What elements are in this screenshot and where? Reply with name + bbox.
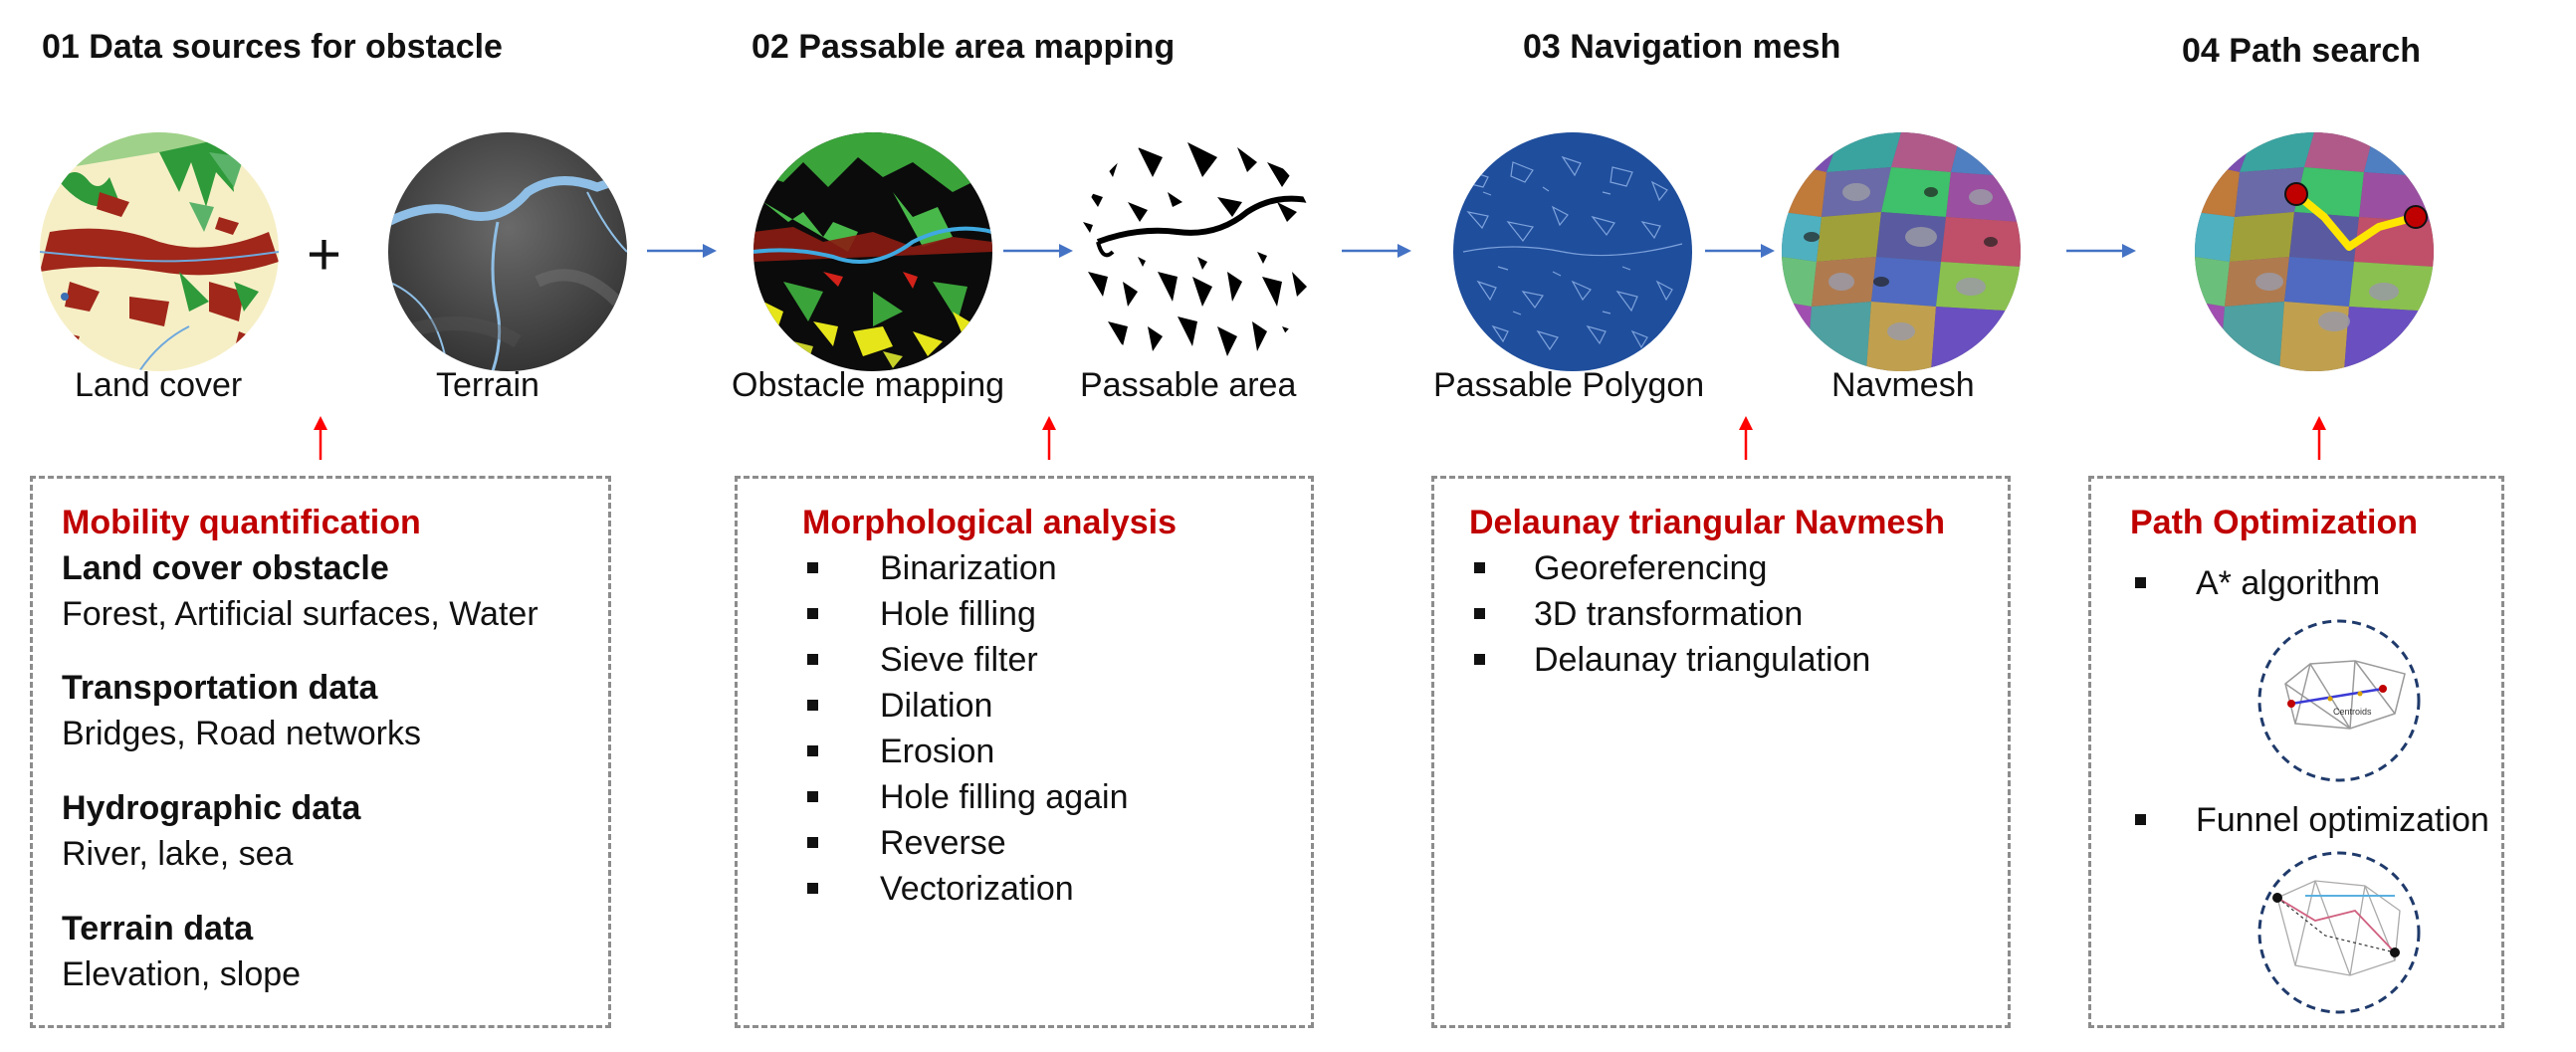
terrain-image (388, 132, 627, 371)
stage-title-03: 03 Navigation mesh (1523, 28, 1841, 66)
box2-item-reverse: Reverse (880, 824, 1006, 862)
box2-item-vectorization: Vectorization (880, 870, 1074, 908)
navmesh-image (1782, 132, 2021, 371)
flow-arrow-2 (1003, 244, 1073, 258)
passable-area-image (1078, 132, 1317, 371)
box2-item-hole-filling-again: Hole filling again (880, 778, 1129, 816)
box2-item-erosion: Erosion (880, 733, 995, 770)
label-navmesh: Navmesh (1831, 366, 1975, 404)
box3-item-3d-transformation: 3D transformation (1534, 595, 1804, 633)
obstacle-mapping-image (753, 132, 992, 371)
label-terrain: Terrain (436, 366, 539, 404)
stage-title-01: 01 Data sources for obstacle (42, 28, 503, 66)
land-cover-image (40, 132, 279, 371)
box3-item-delaunay-triangulation: Delaunay triangulation (1534, 641, 1871, 679)
box1-text-hydrographic: River, lake, sea (62, 835, 294, 873)
path-search-image (2195, 132, 2434, 371)
a-star-diagram: Centroids (2257, 619, 2421, 782)
box1-heading-hydrographic: Hydrographic data (62, 789, 361, 827)
bullet-icon (807, 700, 818, 711)
bullet-icon (807, 608, 818, 619)
box-morphological-analysis (735, 476, 1314, 1028)
flow-arrow-5 (2066, 244, 2136, 258)
bullet-icon (2135, 814, 2146, 825)
bullet-icon (1474, 654, 1485, 665)
box2-item-binarization: Binarization (880, 549, 1057, 587)
passable-polygon-image (1453, 132, 1692, 371)
box2-title: Morphological analysis (802, 504, 1177, 541)
box1-text-terrain: Elevation, slope (62, 955, 302, 993)
box3-item-georeferencing: Georeferencing (1534, 549, 1768, 587)
plus-sign: + (307, 221, 342, 288)
box1-title: Mobility quantification (62, 504, 421, 541)
stage-title-04: 04 Path search (2182, 32, 2422, 70)
box3-title: Delaunay triangular Navmesh (1469, 504, 1946, 541)
bullet-icon (807, 562, 818, 573)
bullet-icon (1474, 608, 1485, 619)
box4-item-a-star: A* algorithm (2196, 564, 2381, 602)
bullet-icon (807, 837, 818, 848)
box-mobility-quantification (30, 476, 611, 1028)
stage-title-02: 02 Passable area mapping (751, 28, 1176, 66)
box1-text-transportation: Bridges, Road networks (62, 715, 421, 752)
flow-arrow-3 (1342, 244, 1411, 258)
label-passable-area: Passable area (1080, 366, 1297, 404)
bullet-icon (807, 745, 818, 756)
red-arrow-3 (1739, 416, 1753, 460)
red-arrow-4 (2312, 416, 2326, 460)
box1-heading-land-cover: Land cover obstacle (62, 549, 389, 587)
box-delaunay-navmesh (1431, 476, 2011, 1028)
box1-text-land-cover: Forest, Artificial surfaces, Water (62, 595, 538, 633)
funnel-diagram (2257, 851, 2421, 1014)
box2-item-sieve-filter: Sieve filter (880, 641, 1038, 679)
label-obstacle-mapping: Obstacle mapping (732, 366, 1005, 404)
red-arrow-2 (1042, 416, 1056, 460)
box2-item-hole-filling: Hole filling (880, 595, 1036, 633)
label-land-cover: Land cover (75, 366, 243, 404)
box1-heading-transportation: Transportation data (62, 669, 378, 707)
a-star-diagram-label: Centroids (2333, 707, 2372, 717)
flow-arrow-4 (1705, 244, 1775, 258)
bullet-icon (2135, 577, 2146, 588)
bullet-icon (1474, 562, 1485, 573)
box1-heading-terrain: Terrain data (62, 910, 254, 947)
bullet-icon (807, 883, 818, 894)
box2-item-dilation: Dilation (880, 687, 993, 725)
label-passable-polygon: Passable Polygon (1433, 366, 1705, 404)
red-arrow-1 (314, 416, 327, 460)
box4-item-funnel: Funnel optimization (2196, 801, 2489, 839)
bullet-icon (807, 654, 818, 665)
bullet-icon (807, 791, 818, 802)
box4-title: Path Optimization (2130, 504, 2418, 541)
box-path-optimization (2088, 476, 2504, 1028)
flow-arrow-1 (647, 244, 717, 258)
